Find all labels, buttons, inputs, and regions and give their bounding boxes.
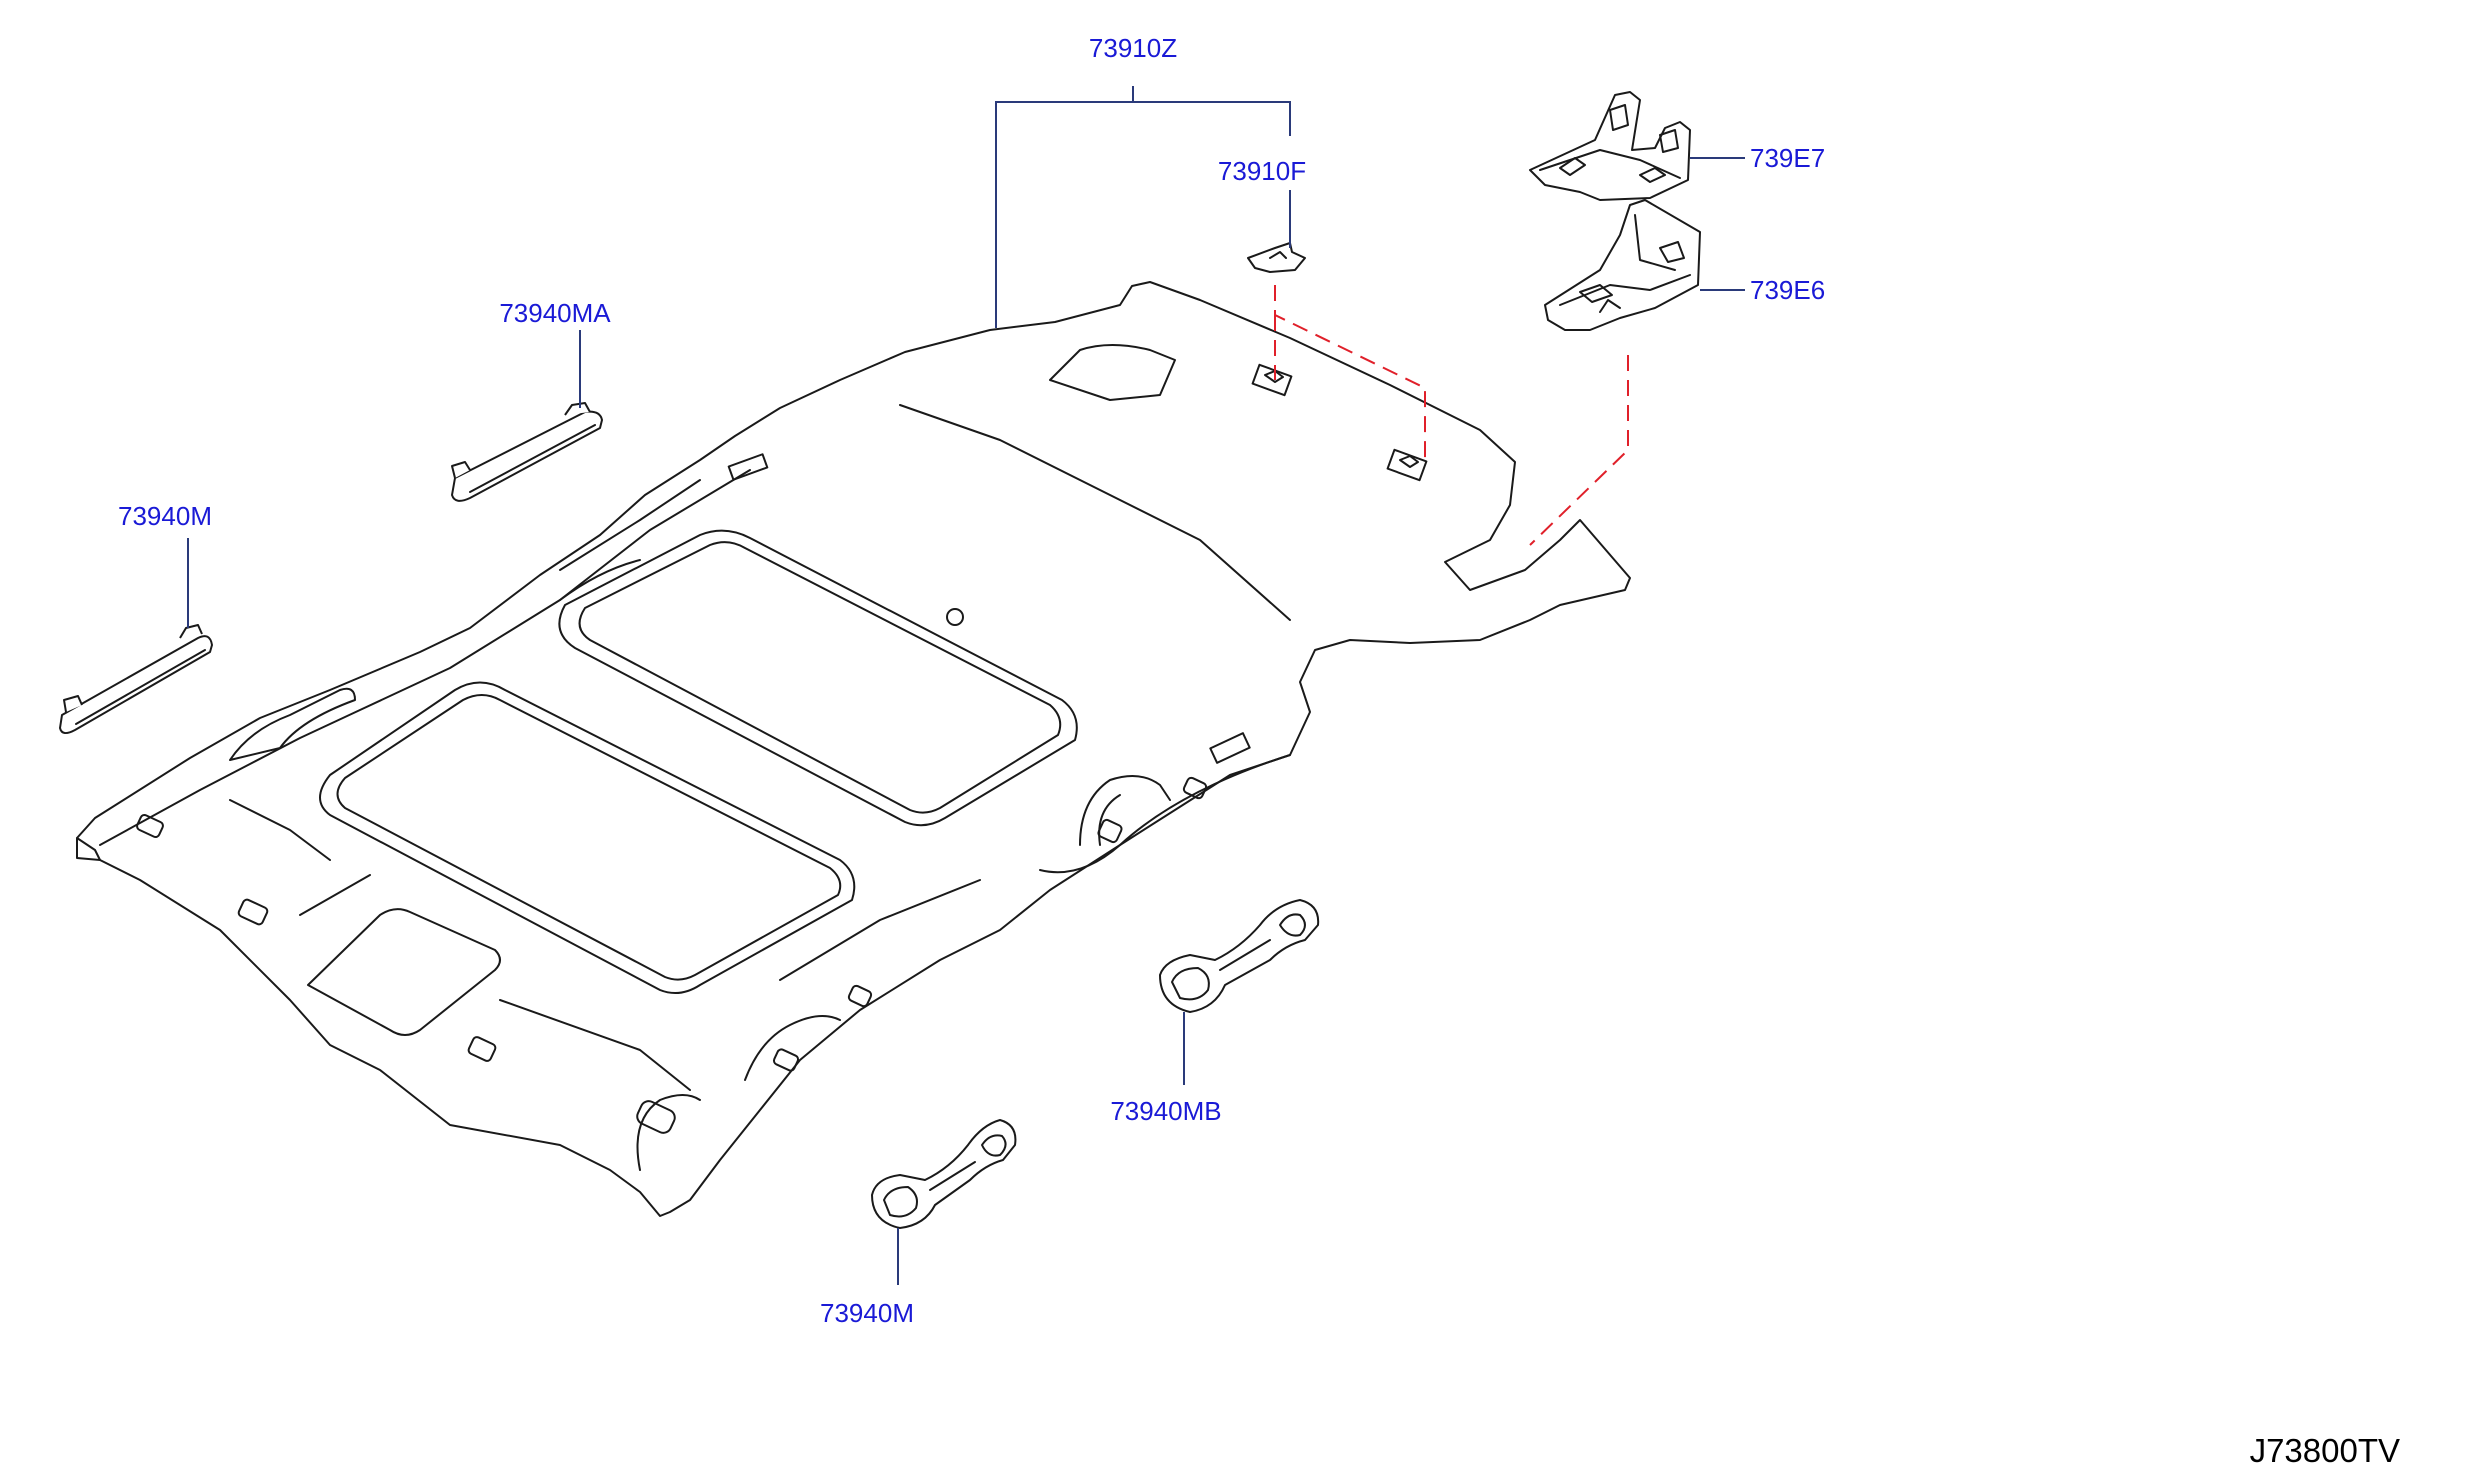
label-grab-handle-left: 73940M [118,501,212,531]
leader-lines [187,86,1745,1285]
cover-lower-part [1544,199,1701,331]
clip-part [1247,242,1306,273]
label-headlining: 73910Z [1089,33,1177,63]
label-grab-handle-front-left: 73940MA [499,298,611,328]
cover-upper-part [1529,91,1691,201]
assist-grip-rear [1159,899,1320,1013]
label-cover-upper: 739E7 [1750,143,1825,173]
grab-handle-front-left [451,402,603,502]
label-cover-lower: 739E6 [1750,275,1825,305]
label-assist-grip-front: 73940M [820,1298,914,1328]
label-clip: 73910F [1218,156,1306,186]
part-labels: 73910Z 73910F 73940MA 73940M 73940MB 739… [118,33,2400,1469]
grab-handle-left [59,624,213,734]
label-assist-grip-rear: 73940MB [1110,1096,1221,1126]
headlining-panel [76,281,1631,1217]
assist-grip-front [871,1119,1017,1229]
dashed-guides [1274,285,1629,546]
diagram-code: J73800TV [2250,1432,2400,1469]
